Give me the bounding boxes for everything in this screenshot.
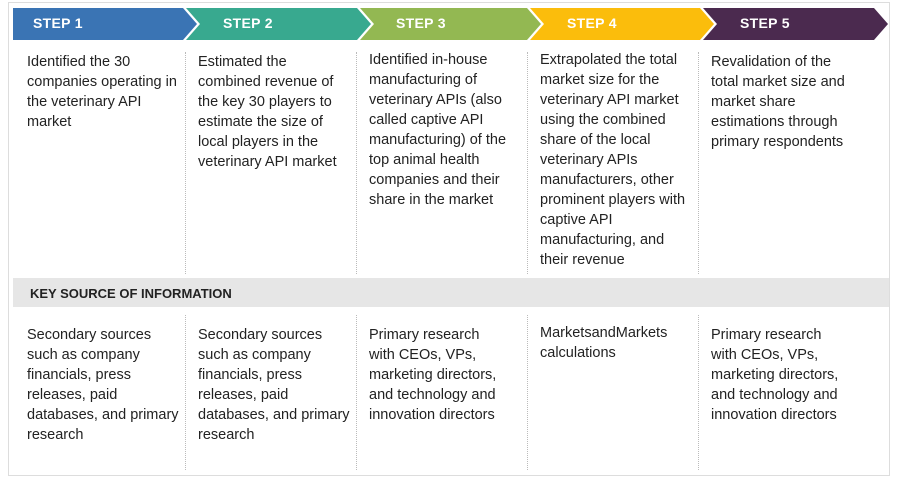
step-4-arrow: [530, 8, 714, 40]
column-divider: [185, 52, 186, 274]
column-divider: [185, 315, 186, 470]
key-source-band: [13, 278, 889, 307]
step-1-arrow: [13, 8, 197, 40]
step-1-label: STEP 1: [33, 15, 83, 31]
diagram-frame: [8, 2, 890, 476]
step-5-arrow: [703, 8, 888, 40]
step-2-source: Secondary sources such as company financ…: [198, 327, 350, 443]
column-divider: [356, 315, 357, 470]
step-3-description: Identified in-house manufacturing of vet…: [369, 52, 507, 208]
step-3-label: STEP 3: [396, 15, 446, 31]
step-2-label: STEP 2: [223, 15, 273, 31]
step-3-source: Primary research with CEOs, VPs, marketi…: [369, 327, 497, 423]
key-source-heading: KEY SOURCE OF INFORMATION: [30, 286, 232, 301]
step-2-arrow: [186, 8, 371, 40]
step-4-description: Extrapolated the total market size for t…: [540, 52, 686, 268]
step-2-description: Estimated the combined revenue of the ke…: [198, 54, 337, 170]
step-3-arrow: [360, 8, 541, 40]
step-4-label: STEP 4: [567, 15, 617, 31]
column-divider: [698, 52, 699, 274]
column-divider: [527, 315, 528, 470]
step-1-source: Secondary sources such as company financ…: [27, 327, 179, 443]
step-4-source: MarketsandMarkets calculations: [540, 325, 668, 361]
column-divider: [527, 52, 528, 274]
column-divider: [698, 315, 699, 470]
step-5-source: Primary research with CEOs, VPs, marketi…: [711, 327, 839, 423]
step-5-label: STEP 5: [740, 15, 790, 31]
step-1-description: Identified the 30 companies operating in…: [27, 54, 177, 130]
step-5-description: Revalidation of the total market size an…: [711, 54, 845, 150]
column-divider: [356, 52, 357, 274]
step-arrows: [13, 8, 888, 40]
